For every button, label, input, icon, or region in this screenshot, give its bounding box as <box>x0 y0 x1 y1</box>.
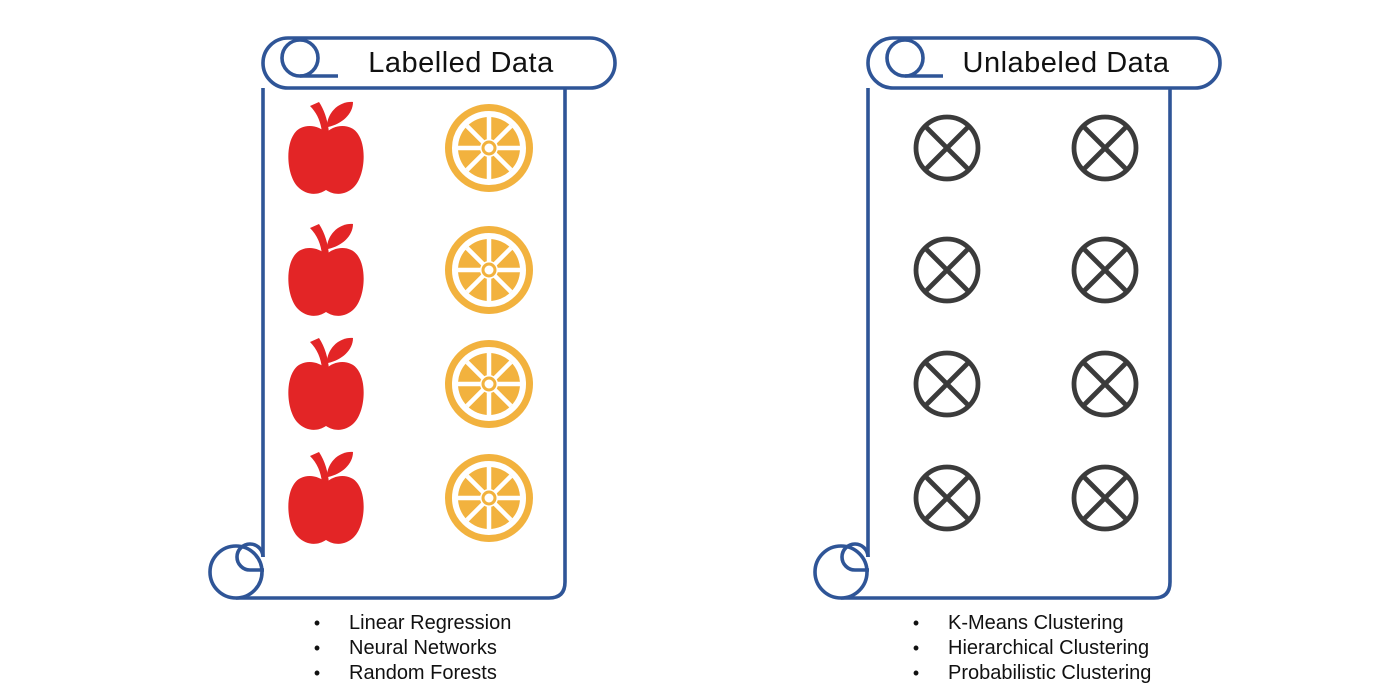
method-label: Linear Regression <box>349 612 512 634</box>
scroll-bottom-curl <box>208 544 264 600</box>
bullet-icon: • <box>912 638 920 658</box>
labelled-scroll-shape <box>208 36 617 600</box>
scroll-right-bottom-edge <box>841 88 1172 600</box>
method-label: Hierarchical Clustering <box>948 637 1150 659</box>
labelled-data-title: Labelled Data <box>263 38 615 88</box>
orange-slice-icon <box>445 226 533 314</box>
crossed-circle-icon <box>1070 113 1140 183</box>
crossed-circle-icon <box>912 113 982 183</box>
scroll-bottom-curl-hook <box>840 542 870 572</box>
list-item: • Probabilistic Clustering <box>910 661 1152 686</box>
crossed-circle-icon <box>912 235 982 305</box>
orange-slice-icon <box>445 340 533 428</box>
unlabeled-data-title-text: Unlabeled Data <box>962 47 1170 79</box>
crossed-circle-icon <box>1070 235 1140 305</box>
unlabeled-scroll-shape <box>813 36 1222 600</box>
unlabeled-data-title: Unlabeled Data <box>868 38 1220 88</box>
list-item: • Random Forests <box>311 661 511 686</box>
crossed-circle-icon <box>1070 349 1140 419</box>
apple-icon <box>287 450 365 545</box>
list-item: • Neural Networks <box>311 636 511 661</box>
bullet-icon: • <box>912 613 920 633</box>
scroll-banner <box>866 36 1222 90</box>
bullet-icon: • <box>313 613 321 633</box>
orange-slice-icon <box>445 454 533 542</box>
bullet-icon: • <box>313 638 321 658</box>
apple-icon <box>287 336 365 431</box>
bullet-icon: • <box>313 663 321 683</box>
bullet-icon: • <box>912 663 920 683</box>
unsupervised-methods-list: • K-Means Clustering • Hierarchical Clus… <box>910 611 1152 686</box>
list-item: • Hierarchical Clustering <box>910 636 1151 661</box>
apple-icon <box>287 100 365 195</box>
orange-slice-icon <box>445 104 533 192</box>
crossed-circle-icon <box>1070 463 1140 533</box>
list-item: • K-Means Clustering <box>910 611 1151 636</box>
scroll-bottom-curl-hook <box>235 542 265 572</box>
method-label: Neural Networks <box>349 637 497 659</box>
method-label: Probabilistic Clustering <box>948 662 1152 684</box>
scroll-banner <box>261 36 617 90</box>
crossed-circle-icon <box>912 349 982 419</box>
crossed-circle-icon <box>912 463 982 533</box>
apple-icon <box>287 222 365 317</box>
method-label: Random Forests <box>349 662 497 684</box>
scroll-right-bottom-edge <box>236 88 567 600</box>
scroll-bottom-curl <box>813 544 869 600</box>
method-label: K-Means Clustering <box>948 612 1124 634</box>
labelled-data-title-text: Labelled Data <box>368 47 554 79</box>
list-item: • Linear Regression <box>311 611 511 636</box>
supervised-methods-list: • Linear Regression • Neural Networks • … <box>311 611 511 686</box>
